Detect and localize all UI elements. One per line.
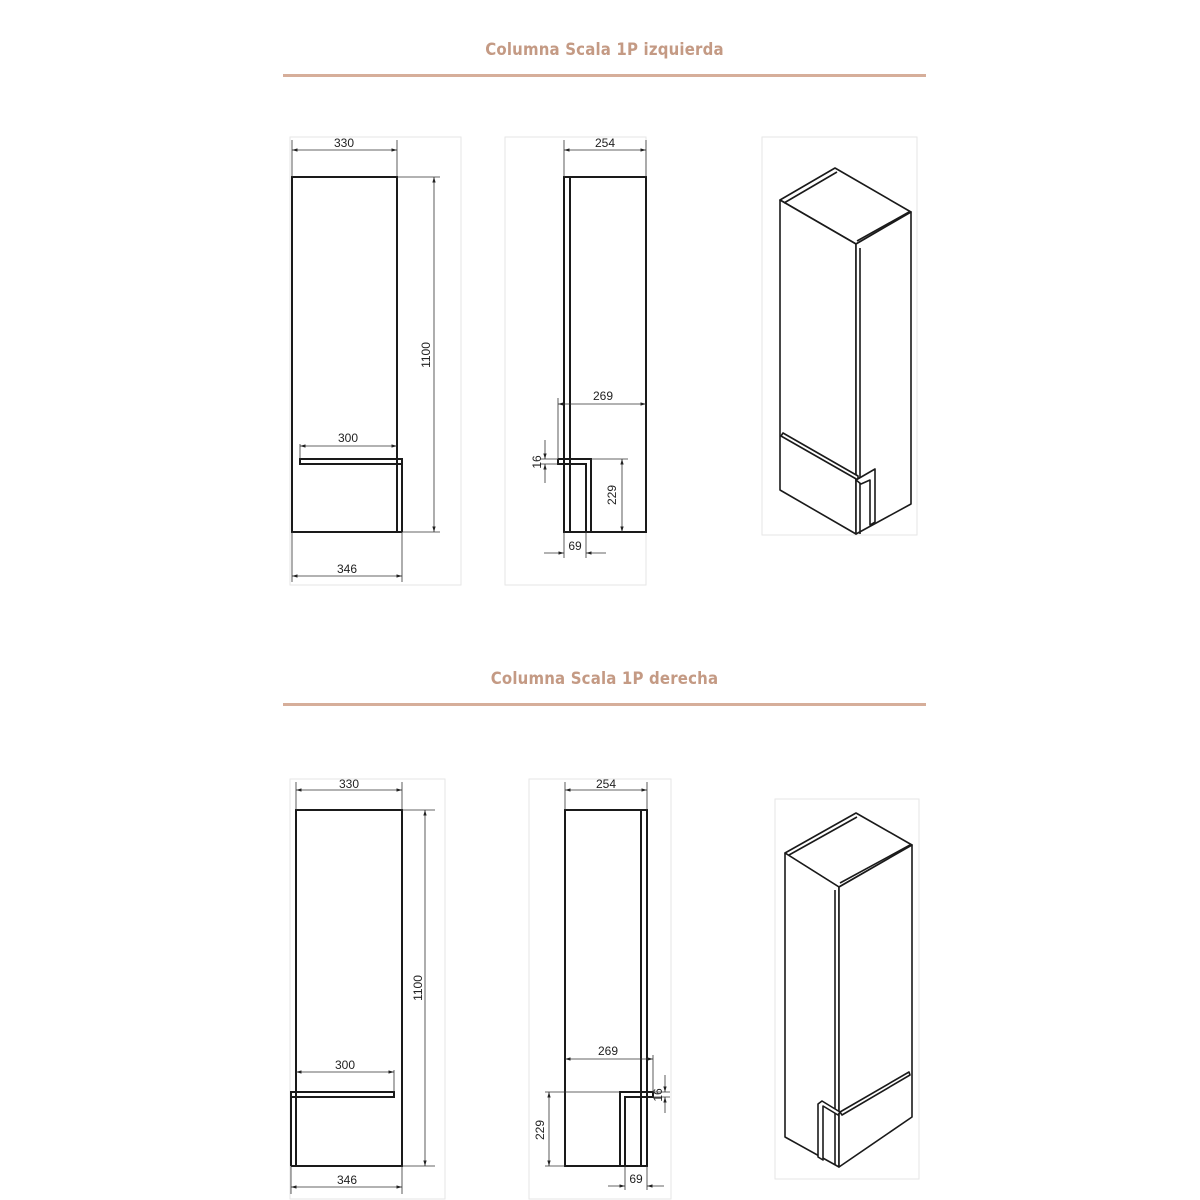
dim-shelf-width: 300 — [335, 1058, 355, 1072]
dim-shelf-thickness: 16 — [530, 455, 544, 469]
dim-depth-shelf: 269 — [598, 1044, 618, 1058]
dim-shelf-thickness: 16 — [651, 1088, 665, 1102]
dim-depth-shelf: 269 — [593, 389, 613, 403]
dim-height: 1100 — [411, 975, 425, 1001]
iso-view-derecha — [774, 798, 920, 1180]
section-divider — [283, 74, 926, 77]
dim-handle-depth: 69 — [568, 539, 582, 553]
dim-handle-depth: 69 — [629, 1172, 643, 1186]
section-divider — [283, 703, 926, 706]
dim-width-bottom: 346 — [337, 562, 357, 576]
dim-shelf-height: 229 — [533, 1120, 547, 1140]
side-view-derecha: 254 269 16 229 69 — [528, 777, 672, 1200]
dim-shelf-width: 300 — [338, 431, 358, 445]
dim-depth-top: 254 — [595, 136, 615, 150]
dim-depth-top: 254 — [596, 777, 616, 791]
front-view-derecha: 330 1100 300 346 — [289, 777, 446, 1200]
dim-width-bottom: 346 — [337, 1173, 357, 1187]
dim-shelf-height: 229 — [605, 485, 619, 505]
iso-view-izquierda — [761, 136, 918, 536]
dim-height: 1100 — [419, 342, 433, 368]
section-title-derecha: Columna Scala 1P derecha — [490, 669, 719, 689]
section-title-izquierda: Columna Scala 1P izquierda — [485, 40, 724, 60]
dim-width-top: 330 — [339, 777, 359, 791]
dim-width-top: 330 — [334, 136, 354, 150]
front-view-izquierda: 330 1100 300 346 — [289, 136, 462, 586]
side-view-izquierda: 254 269 16 229 69 — [504, 136, 647, 586]
